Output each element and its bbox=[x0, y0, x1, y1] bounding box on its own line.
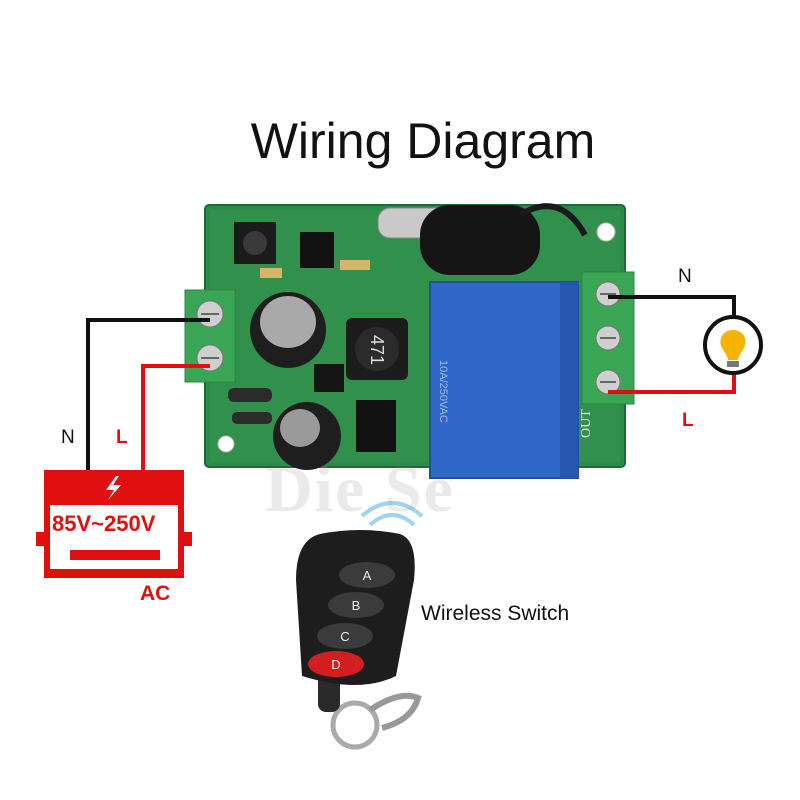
relay-face-text: 10A/250VAC bbox=[437, 360, 449, 423]
smd-part bbox=[340, 260, 370, 270]
key-ring bbox=[330, 700, 380, 750]
ic-chip bbox=[300, 232, 334, 268]
output-live-label: L bbox=[682, 410, 694, 431]
antenna-coil bbox=[420, 205, 540, 275]
psu-tab-right bbox=[182, 532, 192, 546]
output-live-wire bbox=[608, 372, 736, 394]
button-c bbox=[317, 623, 373, 649]
input-live-wire bbox=[141, 364, 210, 470]
lightning-icon bbox=[106, 476, 121, 500]
button-a bbox=[339, 562, 395, 588]
mounting-hole bbox=[596, 222, 616, 242]
wireless-switch-label: Wireless Switch bbox=[421, 602, 570, 625]
psu-tab-left bbox=[36, 532, 46, 546]
button-d bbox=[308, 651, 364, 677]
output-neutral-wire bbox=[608, 295, 736, 318]
diagram-title: Wiring Diagram bbox=[250, 113, 596, 169]
key-clip bbox=[368, 692, 422, 731]
ac-label: AC bbox=[140, 582, 171, 605]
inductor-marking: 471 bbox=[367, 335, 387, 365]
input-live-label: L bbox=[116, 427, 128, 448]
pcb-out-label: OUT bbox=[579, 409, 594, 438]
mounting-hole bbox=[217, 435, 235, 453]
relay-side bbox=[560, 282, 578, 478]
relay-module: 471 10A/250VAC OUT bbox=[184, 203, 635, 479]
diode bbox=[228, 388, 272, 402]
watermark: Die Se bbox=[265, 453, 455, 526]
psu-voltage-label: 85V~250V bbox=[52, 511, 156, 536]
diode bbox=[232, 412, 272, 424]
input-neutral-label: N bbox=[61, 427, 75, 448]
button-b bbox=[328, 592, 384, 618]
ac-power-supply bbox=[36, 470, 192, 578]
button-d-label: D bbox=[331, 657, 340, 672]
ic-chip bbox=[356, 400, 396, 452]
light-bulb bbox=[703, 315, 763, 375]
antenna-wire bbox=[518, 203, 588, 237]
capacitor-top bbox=[260, 296, 316, 348]
ic-chip bbox=[314, 364, 344, 392]
inductor-core bbox=[355, 327, 399, 371]
button-a-label: A bbox=[363, 568, 372, 583]
button-c-label: C bbox=[340, 629, 349, 644]
output-neutral-label: N bbox=[678, 266, 692, 287]
bulb-glass bbox=[720, 330, 746, 360]
psu-bar bbox=[70, 550, 160, 560]
input-neutral-wire bbox=[86, 318, 210, 470]
smd-part bbox=[260, 268, 282, 278]
remote-control: A B C D bbox=[296, 501, 424, 750]
signal-arcs-icon bbox=[360, 501, 424, 527]
bulb-base bbox=[727, 361, 739, 367]
capacitor-small-top bbox=[280, 409, 320, 447]
relay bbox=[429, 281, 579, 479]
button-b-label: B bbox=[352, 598, 361, 613]
learn-button-cap bbox=[243, 231, 267, 255]
